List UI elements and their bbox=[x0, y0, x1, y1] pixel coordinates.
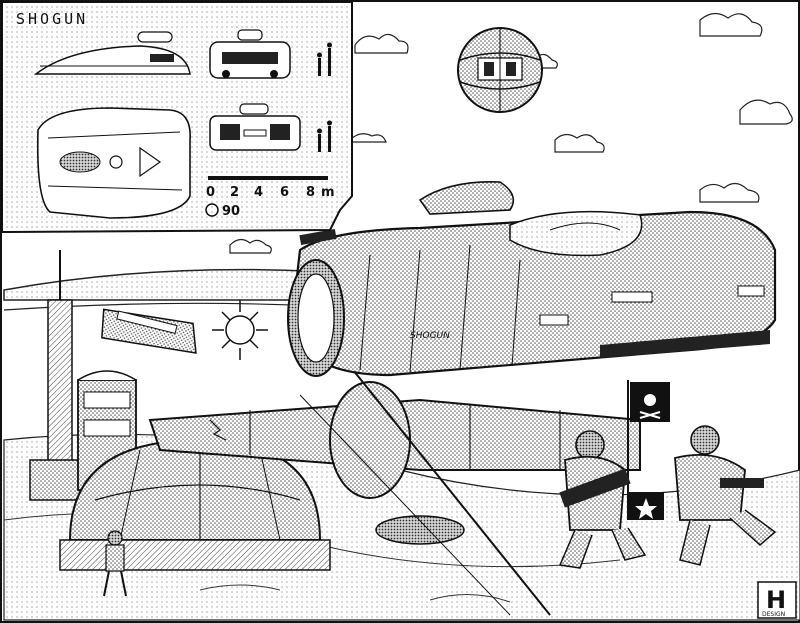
scale-tick-0: 0 bbox=[206, 185, 215, 200]
logo-subtext: DESIGN bbox=[762, 611, 785, 618]
rear-view bbox=[209, 103, 301, 151]
schematic-inset-panel: SHOGUN bbox=[1, 1, 353, 233]
laser-beam-secondary bbox=[299, 394, 511, 616]
scale-tick-4: 4 bbox=[254, 185, 263, 200]
scale-index-circle-icon bbox=[205, 203, 219, 217]
ground-hatch bbox=[375, 515, 465, 545]
scale-tick-2: 2 bbox=[230, 185, 239, 200]
front-view bbox=[209, 29, 291, 79]
laser-beam bbox=[344, 359, 551, 616]
explosion-burst bbox=[212, 300, 268, 360]
small-dropship bbox=[101, 308, 197, 354]
small-soldier bbox=[103, 530, 127, 597]
scale-tick-8: 8 bbox=[306, 185, 315, 200]
designer-logo: H DESIGN bbox=[757, 581, 797, 619]
scale-unit: m bbox=[321, 185, 335, 200]
human-scale-figures bbox=[317, 42, 332, 152]
scale-tick-6: 6 bbox=[280, 185, 289, 200]
inset-title: SHOGUN bbox=[16, 10, 88, 28]
top-view bbox=[36, 107, 191, 219]
dome-base bbox=[59, 438, 331, 571]
logo-letter: H bbox=[766, 586, 786, 614]
sphere-drone bbox=[457, 27, 543, 113]
scale-bar: 0 2 4 6 8 m 90 bbox=[205, 176, 335, 219]
shogun-ship: SHOGUN bbox=[287, 181, 777, 377]
armored-soldier-left bbox=[558, 430, 664, 569]
side-profile-view bbox=[33, 31, 191, 75]
sky-clouds bbox=[229, 12, 793, 254]
hull-marking: SHOGUN bbox=[410, 331, 450, 341]
cylinder-station bbox=[148, 381, 641, 499]
armored-soldier-right bbox=[674, 425, 777, 566]
scale-index-label: 90 bbox=[222, 204, 240, 219]
